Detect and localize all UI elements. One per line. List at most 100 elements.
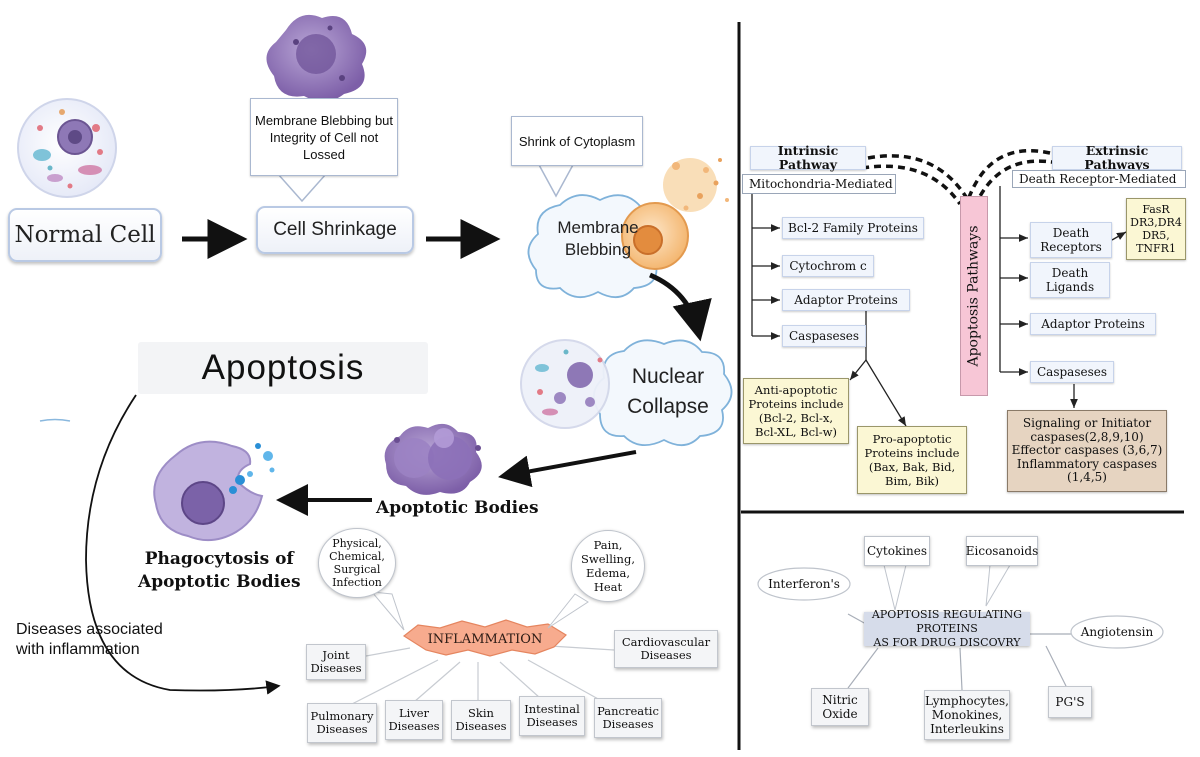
joint-line-1: Joint [322,648,350,662]
death-ligands-box: Death Ligands [1030,262,1110,298]
membrane-blebbing-label: Membrane Blebbing [540,208,656,270]
drug-center-line-1: APOPTOSIS REGULATING PROTEINS [871,608,1023,635]
caspase-types-line-1: Signaling or Initiator [1022,416,1152,431]
anti-apoptotic-line-1: Anti-apoptotic [754,383,838,397]
cytokines-box: Cytokines [864,536,930,566]
causes-line-4: Infection [332,576,382,589]
causes-line-3: Surgical [333,563,381,576]
shrunk-cell-illustration [266,14,367,102]
extrinsic-pathways-title: Extrinsic Pathways [1052,144,1182,172]
drug-discovery-center-box: APOPTOSIS REGULATING PROTEINS AS FOR DRU… [864,608,1030,649]
anti-apoptotic-line-4: Bcl-XL, Bcl-w) [755,425,837,439]
cytokines-bubble-tail [883,564,907,611]
caspase-types-line-4: Inflammatory caspases [1016,456,1158,471]
pulmonary-diseases-box: Pulmonary Diseases [307,703,377,743]
symptoms-line-1: Pain, [593,538,623,552]
cytochrom-c-box: Cytochrom c [782,255,874,277]
phagocytosis-label: Phagocytosis of Apoptotic Bodies [138,548,301,594]
arrow-collapse-to-bodies [498,450,637,488]
caspase-types-line-3: Effector caspases (3,6,7) [1011,443,1163,458]
skin-line-1: Skin [468,706,494,720]
apoptosis-title-box: Apoptosis [138,342,428,394]
pancreatic-line-2: Diseases [602,717,654,731]
lymphocytes-line-3: Interleukins [930,722,1004,736]
membrane-blebbing-line-1: Membrane [557,218,639,237]
arrow-blebbing-to-collapse [649,272,712,342]
nitric-oxide-line-1: Nitric [822,693,858,707]
death-ligands-line-1: Death [1051,266,1089,280]
pro-apoptotic-line-3: (Bax, Bak, Bid, [868,460,956,474]
interferons-bubble [757,567,851,601]
decorative-mark [39,418,71,422]
lymphocytes-line-2: Monokines, [931,708,1003,722]
skin-line-2: Diseases [455,719,507,733]
death-receptors-line-1: Death [1052,226,1090,240]
receptor-line-1: FasR [1142,203,1170,216]
lymphocytes-box: Lymphocytes, Monokines, Interleukins [924,690,1010,740]
adaptor-proteins-extrinsic-box: Adaptor Proteins [1030,313,1156,335]
pulmonary-line-2: Diseases [316,722,368,736]
pro-apoptotic-line-1: Pro-apoptotic [872,432,952,446]
joint-line-2: Diseases [310,661,362,675]
pulmonary-line-1: Pulmonary [310,709,374,723]
anti-apoptotic-line-3: (Bcl-2, Bcl-x, [758,411,834,425]
drug-center-line-2: AS FOR DRUG DISCOVRY [873,636,1021,649]
arrow-apoptosis-to-inflammation [85,394,281,695]
cardiovascular-line-1: Cardiovascular [621,635,711,649]
symptoms-line-2: Swelling, [581,552,635,566]
drug-connectors [847,613,1076,691]
caspaseses-intrinsic-box: Caspaseses [782,325,866,347]
symptoms-line-3: Edema, [586,566,630,580]
intestinal-diseases-box: Intestinal Diseases [519,696,585,736]
angiotensin-label: Angiotensin [1080,625,1154,639]
pgs-box: PG'S [1048,686,1092,718]
causes-line-2: Chemical, [329,550,385,563]
caspase-types-line-2: caspases(2,8,9,10) [1030,429,1144,444]
pancreatic-line-1: Pancreatic [597,704,659,718]
diseases-associated-line-1: Diseases associated [16,621,163,638]
normal-cell-box: Normal Cell [8,208,162,262]
receptor-line-4: TNFR1 [1136,242,1176,255]
joint-diseases-box: Joint Diseases [306,644,366,680]
shrink-note-callout: Shrink of Cytoplasm [511,116,643,166]
death-receptors-line-2: Receptors [1040,240,1102,254]
bcl2-family-box: Bcl-2 Family Proteins [782,217,924,239]
eicosanoids-box: Eicosanoids [966,536,1038,566]
pro-apoptotic-box: Pro-apoptotic Proteins include (Bax, Bak… [857,426,967,494]
intrinsic-subtitle: Mitochondria-Mediated [742,174,896,194]
caspase-types-line-5: (1,4,5) [1067,470,1107,485]
pro-apoptotic-line-4: Bim, Bik) [885,474,939,488]
extrinsic-tree-lines [999,186,1127,408]
inflammation-burst [402,619,567,657]
inflammation-connectors [351,645,615,705]
receptor-line-3: DR5, [1142,229,1170,242]
extrinsic-subtitle: Death Receptor-Mediated [1012,170,1186,188]
death-receptors-box: Death Receptors [1030,222,1112,258]
pathway-dashed-links [861,148,1059,206]
intrinsic-pathway-title: Intrinsic Pathway [750,144,866,172]
symptoms-bubble: Pain, Swelling, Edema, Heat [571,530,645,602]
normal-cell-label: Normal Cell [14,222,156,248]
eicosanoids-bubble-tail [985,564,1011,607]
symptoms-bubble-tail [547,593,589,629]
normal-cell-illustration [17,98,117,198]
nuclear-collapse-line-1: Nuclear [631,365,705,388]
nitric-oxide-line-2: Oxide [822,707,858,721]
blebbing-note-line-1: Membrane Blebbing but [254,112,394,128]
blebbing-cell-illustration [621,158,729,270]
causes-bubble-tail [370,591,405,631]
intestinal-line-1: Intestinal [524,702,580,716]
receptor-line-2: DR3,DR4 [1130,216,1182,229]
lymphocytes-line-1: Lymphocytes, [925,694,1009,708]
intestinal-line-2: Diseases [526,715,578,729]
cardiovascular-diseases-box: Cardiovascular Diseases [614,630,718,668]
death-ligands-line-2: Ligands [1045,280,1095,294]
liver-line-2: Diseases [388,719,440,733]
phagocytosis-line-2: Apoptotic Bodies [138,572,301,592]
symptoms-line-4: Heat [593,580,623,594]
caspase-types-box: Signaling or Initiator caspases(2,8,9,10… [1007,410,1167,492]
receptor-list-box: FasR DR3,DR4 DR5, TNFR1 [1126,198,1186,260]
liver-diseases-box: Liver Diseases [385,700,443,740]
cardiovascular-line-2: Diseases [640,648,692,662]
adaptor-proteins-intrinsic-box: Adaptor Proteins [782,289,910,311]
